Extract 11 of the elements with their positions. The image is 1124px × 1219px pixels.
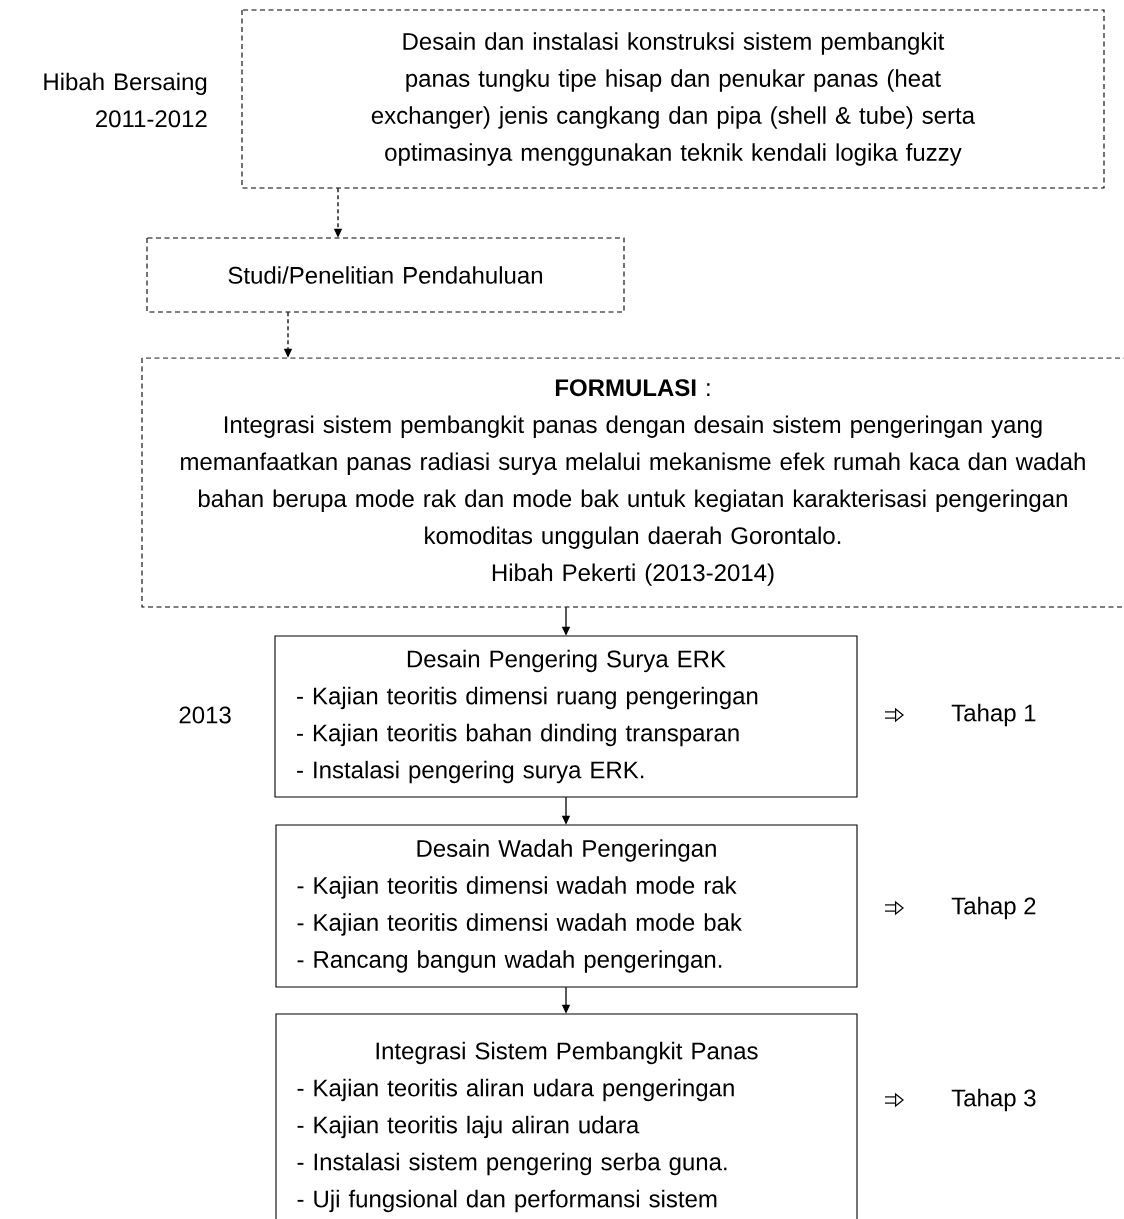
process-box: Desain Wadah Pengeringan - Kajian teoritis dimensi wadah mode rak - Kajian teoritis dimensi wadah mode bak - Rancang bangun wadah pengeringan. (275, 824, 858, 988)
process-box: Integrasi Sistem Pembangkit Panas - Kajian teoritis aliran udara pengeringan - Kajian teoritis laju aliran udara - Instalasi sistem pengering serba guna. - Uji fungsional dan performansi sistem (275, 1013, 858, 1219)
dashed-box: Desain dan instalasi konstruksi sistem pembangkit panas tungku tipe hisap dan penukar panas (heat exchanger) jenis cangkang dan pipa (shell & tube) serta optimasinya menggunakan teknik kendali logika fuzzy (241, 9, 1105, 189)
process-box: Desain Pengering Surya ERK - Kajian teoritis dimensi ruang pengeringan - Kajian teoritis bahan dinding transparan - Instalasi pengering surya ERK. (274, 635, 858, 798)
stage-label: Tahap 2 (951, 896, 1036, 920)
stage-label: Tahap 3 (951, 1088, 1036, 1112)
dashed-box: Studi/Penelitian Pendahuluan (146, 237, 625, 313)
side-label: 2013 (179, 706, 231, 724)
dashed-box: FORMULASI : Integrasi sistem pembangkit panas dengan desain sistem pengeringan yang memanfaatkan panas radiasi surya melalui mekanisme efek rumah kaca dan wadah bahan berupa mode rak dan mode bak untuk kegiatan karakterisasi pengeringan komoditas unggulan daerah Gorontalo. Hibah Pekerti (2013-2014) (141, 357, 1124, 608)
stage-label: Tahap 1 (951, 703, 1036, 727)
side-label: Hibah Bersaing 2011-2012 (44, 72, 207, 128)
